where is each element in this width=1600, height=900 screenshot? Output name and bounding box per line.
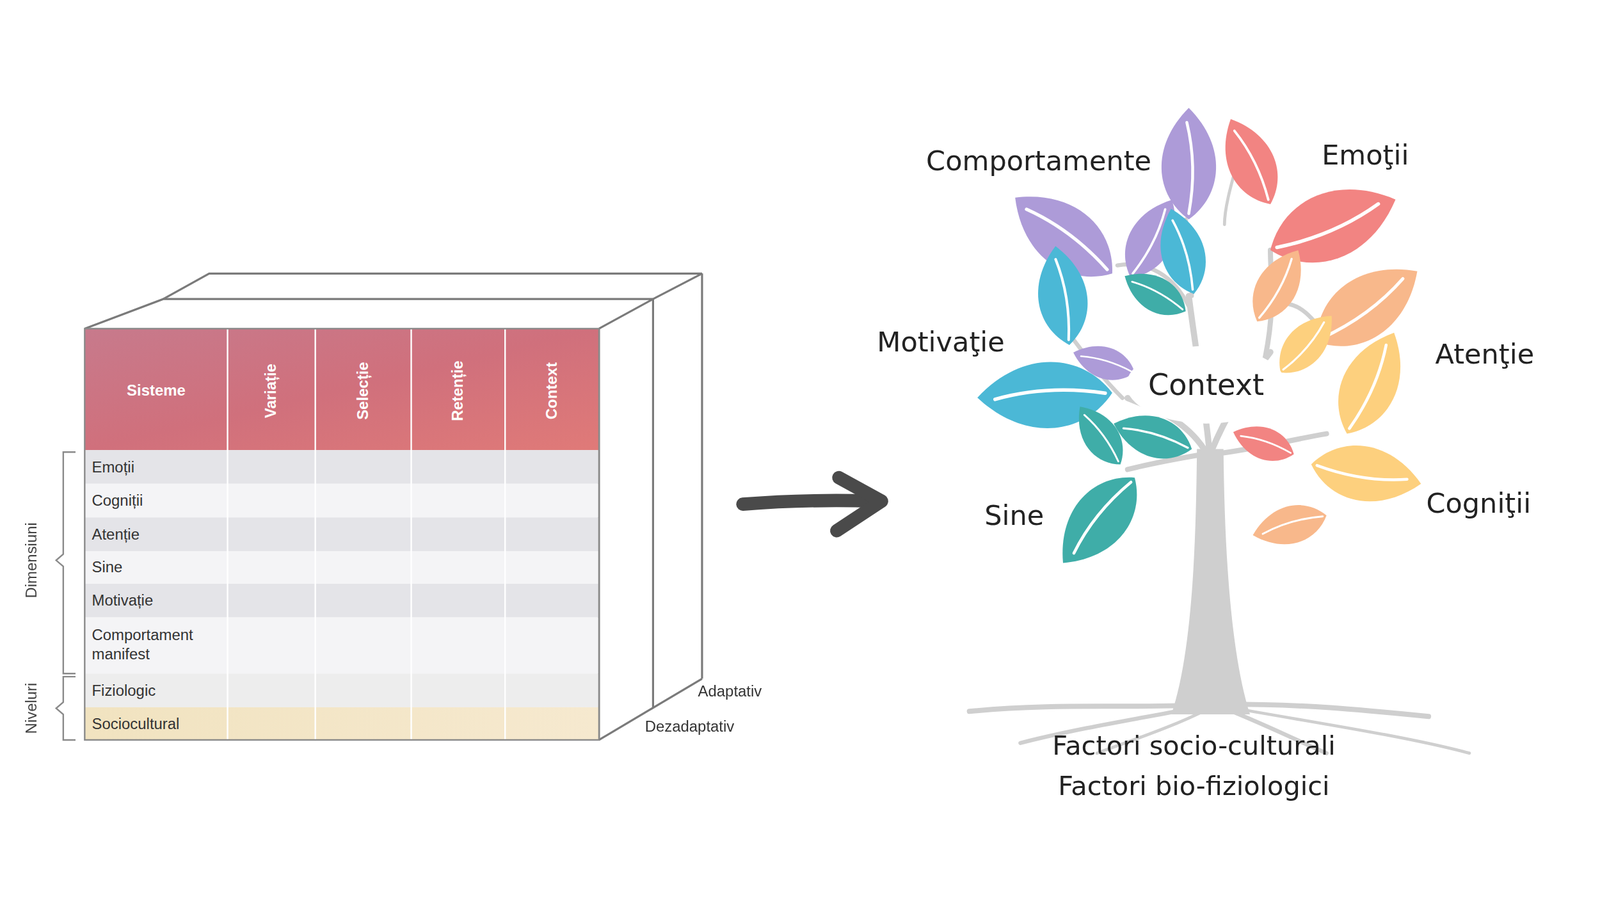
box-3d — [84, 273, 703, 740]
header-cell: Retenție — [448, 360, 468, 421]
tree-label: Motivaţie — [876, 324, 1005, 360]
center-label: Context — [1148, 366, 1264, 404]
tree — [969, 108, 1470, 754]
row-label: Cogniții — [91, 491, 143, 511]
root-label: Factori socio-culturali — [1052, 729, 1336, 763]
row-label: Emoții — [91, 457, 134, 477]
row-label: Sine — [91, 558, 123, 578]
header-cell: Variație — [261, 363, 281, 418]
header-cell: Sisteme — [126, 381, 186, 401]
transform-arrow — [743, 477, 882, 531]
tree-label: Sine — [984, 497, 1044, 533]
group-label: Dimensiuni — [21, 522, 41, 598]
tree-label: Comportamente — [926, 144, 1152, 179]
row-label: Sociocultural — [91, 714, 180, 735]
table-grid — [84, 328, 600, 740]
header-cell: Context — [542, 362, 562, 420]
axis-label: Dezadaptativ — [645, 716, 735, 736]
row-label: Fiziologic — [91, 680, 156, 701]
axis-label: Adaptativ — [698, 682, 763, 702]
row-label: Atenție — [91, 525, 139, 545]
tree-label: Emoţii — [1321, 137, 1409, 173]
tree-label: Atenţie — [1434, 336, 1535, 372]
group-label: Niveluri — [21, 682, 41, 735]
row-label: Comportament manifest — [91, 625, 219, 665]
tree-label: Cogniţii — [1425, 485, 1531, 521]
row-label: Motivație — [91, 591, 153, 611]
root-label: Factori bio-fiziologici — [1057, 769, 1330, 803]
header-cell: Selecție — [353, 361, 374, 420]
bracket — [56, 451, 76, 740]
